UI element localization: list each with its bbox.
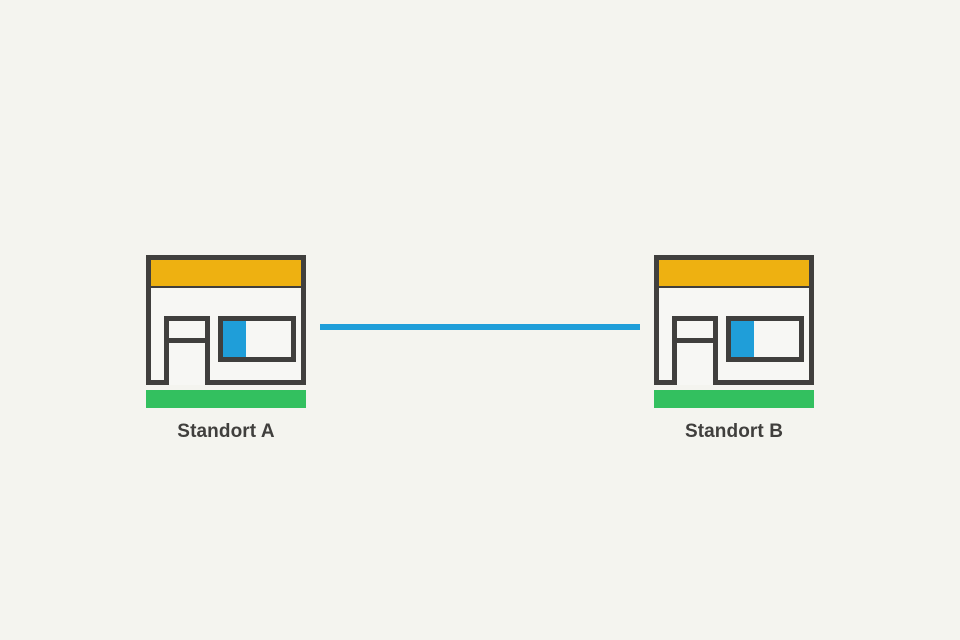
door-transom-bar	[677, 338, 713, 343]
awning-icon	[146, 255, 306, 291]
door-icon	[672, 316, 718, 385]
door-icon	[164, 316, 210, 385]
awning-icon	[654, 255, 814, 291]
connector-line	[320, 324, 640, 330]
window-icon	[218, 316, 296, 362]
node-label-location-a: Standort A	[177, 421, 275, 442]
window-pane	[731, 321, 755, 357]
node-location-b[interactable]: Standort B	[654, 255, 814, 442]
window-pane	[223, 321, 247, 357]
storefront-icon	[654, 255, 814, 408]
node-location-a[interactable]: Standort A	[146, 255, 306, 442]
window-icon	[726, 316, 804, 362]
door-transom-bar	[169, 338, 205, 343]
base-bar	[146, 390, 306, 408]
base-bar	[654, 390, 814, 408]
storefront-icon	[146, 255, 306, 408]
node-label-location-b: Standort B	[684, 421, 784, 442]
